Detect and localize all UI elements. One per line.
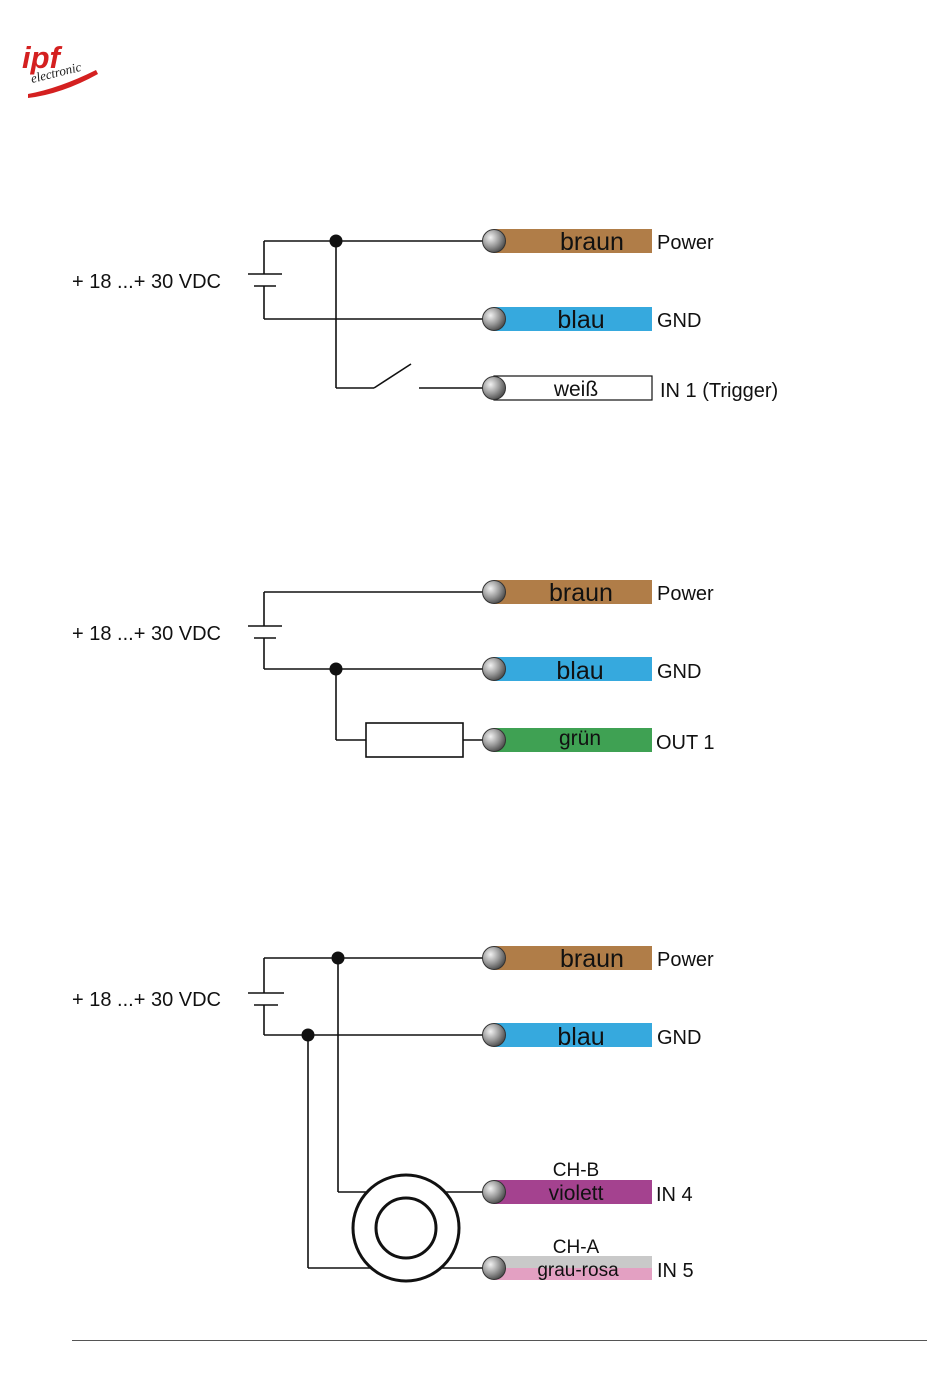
signal-label-in1: IN 1 (Trigger) xyxy=(660,380,778,402)
channel-label-cha: CH-A xyxy=(553,1237,600,1258)
connector-pin xyxy=(483,658,506,681)
voltage-label: + 18 ...+ 30 VDC xyxy=(72,989,221,1011)
wire-label-blau: blau xyxy=(557,1023,604,1051)
load-resistor xyxy=(366,723,463,757)
wire-label-blau: blau xyxy=(557,306,604,334)
connector-pin xyxy=(483,1024,506,1047)
encoder-inner-ring xyxy=(376,1198,436,1258)
wire-label-braun: braun xyxy=(560,945,624,973)
signal-label-gnd: GND xyxy=(657,661,701,683)
wire-label-violett: violett xyxy=(549,1182,604,1205)
connector-pin xyxy=(483,1181,506,1204)
signal-label-out1: OUT 1 xyxy=(656,732,715,754)
diagram-2-output: + 18 ...+ 30 VDC braun Power blau GND gr… xyxy=(72,579,715,757)
voltage-label: + 18 ...+ 30 VDC xyxy=(72,623,221,645)
voltage-label: + 18 ...+ 30 VDC xyxy=(72,271,221,293)
wire-label-braun: braun xyxy=(549,579,613,607)
signal-label-power: Power xyxy=(657,949,714,971)
connector-pin xyxy=(483,947,506,970)
signal-label-in5: IN 5 xyxy=(657,1260,694,1282)
diagram-3-encoder-inputs: + 18 ...+ 30 VDC braun Power blau GND CH… xyxy=(72,945,714,1282)
connector-pin xyxy=(483,308,506,331)
signal-label-gnd: GND xyxy=(657,310,701,332)
diagram-1-trigger-input: + 18 ...+ 30 VDC braun Power blau GND we… xyxy=(72,228,778,402)
signal-label-in4: IN 4 xyxy=(656,1184,693,1206)
connector-pin xyxy=(483,729,506,752)
wire-label-blau: blau xyxy=(556,657,603,685)
wire-label-braun: braun xyxy=(560,228,624,256)
channel-label-chb: CH-B xyxy=(553,1160,599,1181)
connector-pin xyxy=(483,377,506,400)
connector-pin xyxy=(483,1257,506,1280)
connector-pin xyxy=(483,230,506,253)
signal-label-power: Power xyxy=(657,583,714,605)
switch-contact xyxy=(374,364,411,388)
signal-label-power: Power xyxy=(657,232,714,254)
signal-label-gnd: GND xyxy=(657,1027,701,1049)
footer-divider xyxy=(72,1340,927,1341)
wire-label-grau-rosa: grau-rosa xyxy=(537,1260,619,1281)
wire-label-gruen: grün xyxy=(559,727,601,750)
wire-label-weiss: weiß xyxy=(553,378,598,401)
connector-pin xyxy=(483,581,506,604)
